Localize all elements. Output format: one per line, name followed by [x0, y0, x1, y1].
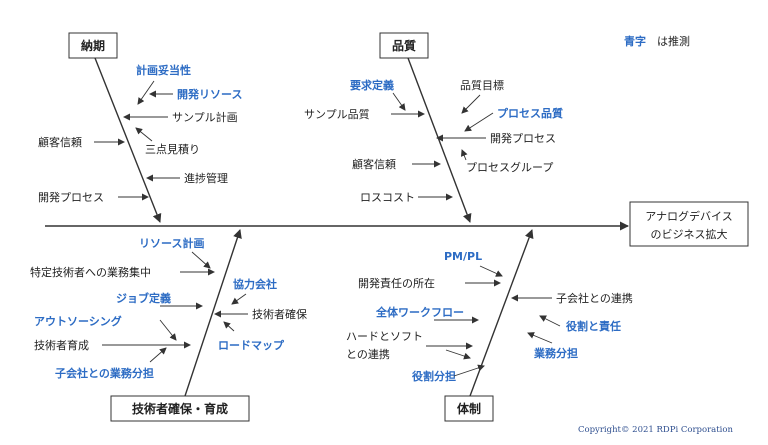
svg-text:技術者確保・育成: 技術者確保・育成	[132, 401, 228, 416]
cause-kaihatsu-process-2: 開発プロセス	[490, 131, 556, 145]
cause-yakuwari-sekinin: 役割と責任	[565, 319, 621, 333]
svg-text:品質: 品質	[392, 38, 416, 53]
cause-shinchoku-kanri: 進捗管理	[184, 171, 228, 185]
category-nouki: 納期	[68, 32, 118, 59]
cause-roadmap: ロードマップ	[218, 338, 285, 352]
cause-hinshitsu-mokuhyou: 品質目標	[460, 78, 504, 92]
cause-kaihatsu-sekinin: 開発責任の所在	[358, 276, 435, 290]
cause-kyouryoku-gaisha: 協力会社	[233, 277, 277, 291]
cause-sample-hinshitsu: サンプル品質	[304, 107, 370, 121]
cause-kaihatsu-resource: 開発リソース	[177, 87, 242, 101]
legend-blue: 青字	[624, 34, 646, 48]
cause-resource-keikaku: リソース計画	[139, 236, 204, 250]
cause-kogaisha-gyoumu-buntan: 子会社との業務分担	[55, 366, 154, 380]
cause-gijutsusha-ikusei: 技術者育成	[34, 338, 89, 352]
cause-pm-pl: PM/PL	[444, 250, 482, 263]
effect-line1: アナログデバイス	[645, 209, 732, 223]
effect-box: アナログデバイス のビジネス拡大	[629, 201, 749, 247]
cause-gijutsusha-kakuho: 技術者確保	[252, 307, 307, 321]
svg-text:納期: 納期	[81, 38, 105, 53]
bone-gijutsusha	[184, 229, 242, 397]
cause-job-teigi: ジョブ定義	[116, 291, 171, 305]
category-hinshitsu: 品質	[379, 32, 429, 59]
cause-yakuwari-buntan: 役割分担	[411, 369, 456, 383]
cause-kaihatsu-process-1: 開発プロセス	[38, 190, 104, 204]
cause-keikaku-datousei: 計画妥当性	[136, 63, 191, 77]
cause-hard-soft-2: との連携	[346, 347, 390, 361]
cause-kogaisha-renkei: 子会社との連携	[556, 291, 633, 305]
cause-youkyuu-teigi: 要求定義	[350, 78, 394, 92]
bone-nouki	[94, 57, 162, 223]
cause-sample-keikaku: サンプル計画	[172, 110, 238, 124]
svg-text:体制: 体制	[457, 401, 481, 416]
cause-santen-mitsumori: 三点見積り	[145, 142, 200, 156]
category-gijutsusha: 技術者確保・育成	[110, 395, 250, 422]
cause-kokyaku-shinrai-1: 顧客信頼	[38, 135, 82, 149]
effect-line2: のビジネス拡大	[651, 227, 728, 241]
cause-kokyaku-shinrai-2: 顧客信頼	[352, 157, 396, 171]
legend-rest: は推測	[657, 34, 690, 48]
cause-process-hinshitsu: プロセス品質	[497, 106, 563, 120]
copyright: Copyright© 2021 RDPi Corporation	[578, 425, 733, 435]
cause-tokutei-gijutsusha: 特定技術者への業務集中	[30, 265, 151, 279]
cause-loss-cost: ロスコスト	[360, 191, 415, 204]
cause-process-group: プロセスグループ	[466, 160, 553, 174]
cause-gyoumu-buntan: 業務分担	[533, 346, 578, 360]
cause-outsourcing: アウトソーシング	[34, 314, 122, 328]
cause-hard-soft-1: ハードとソフト	[346, 330, 423, 343]
category-taisei: 体制	[444, 395, 494, 422]
cause-zentai-workflow: 全体ワークフロー	[375, 305, 464, 319]
